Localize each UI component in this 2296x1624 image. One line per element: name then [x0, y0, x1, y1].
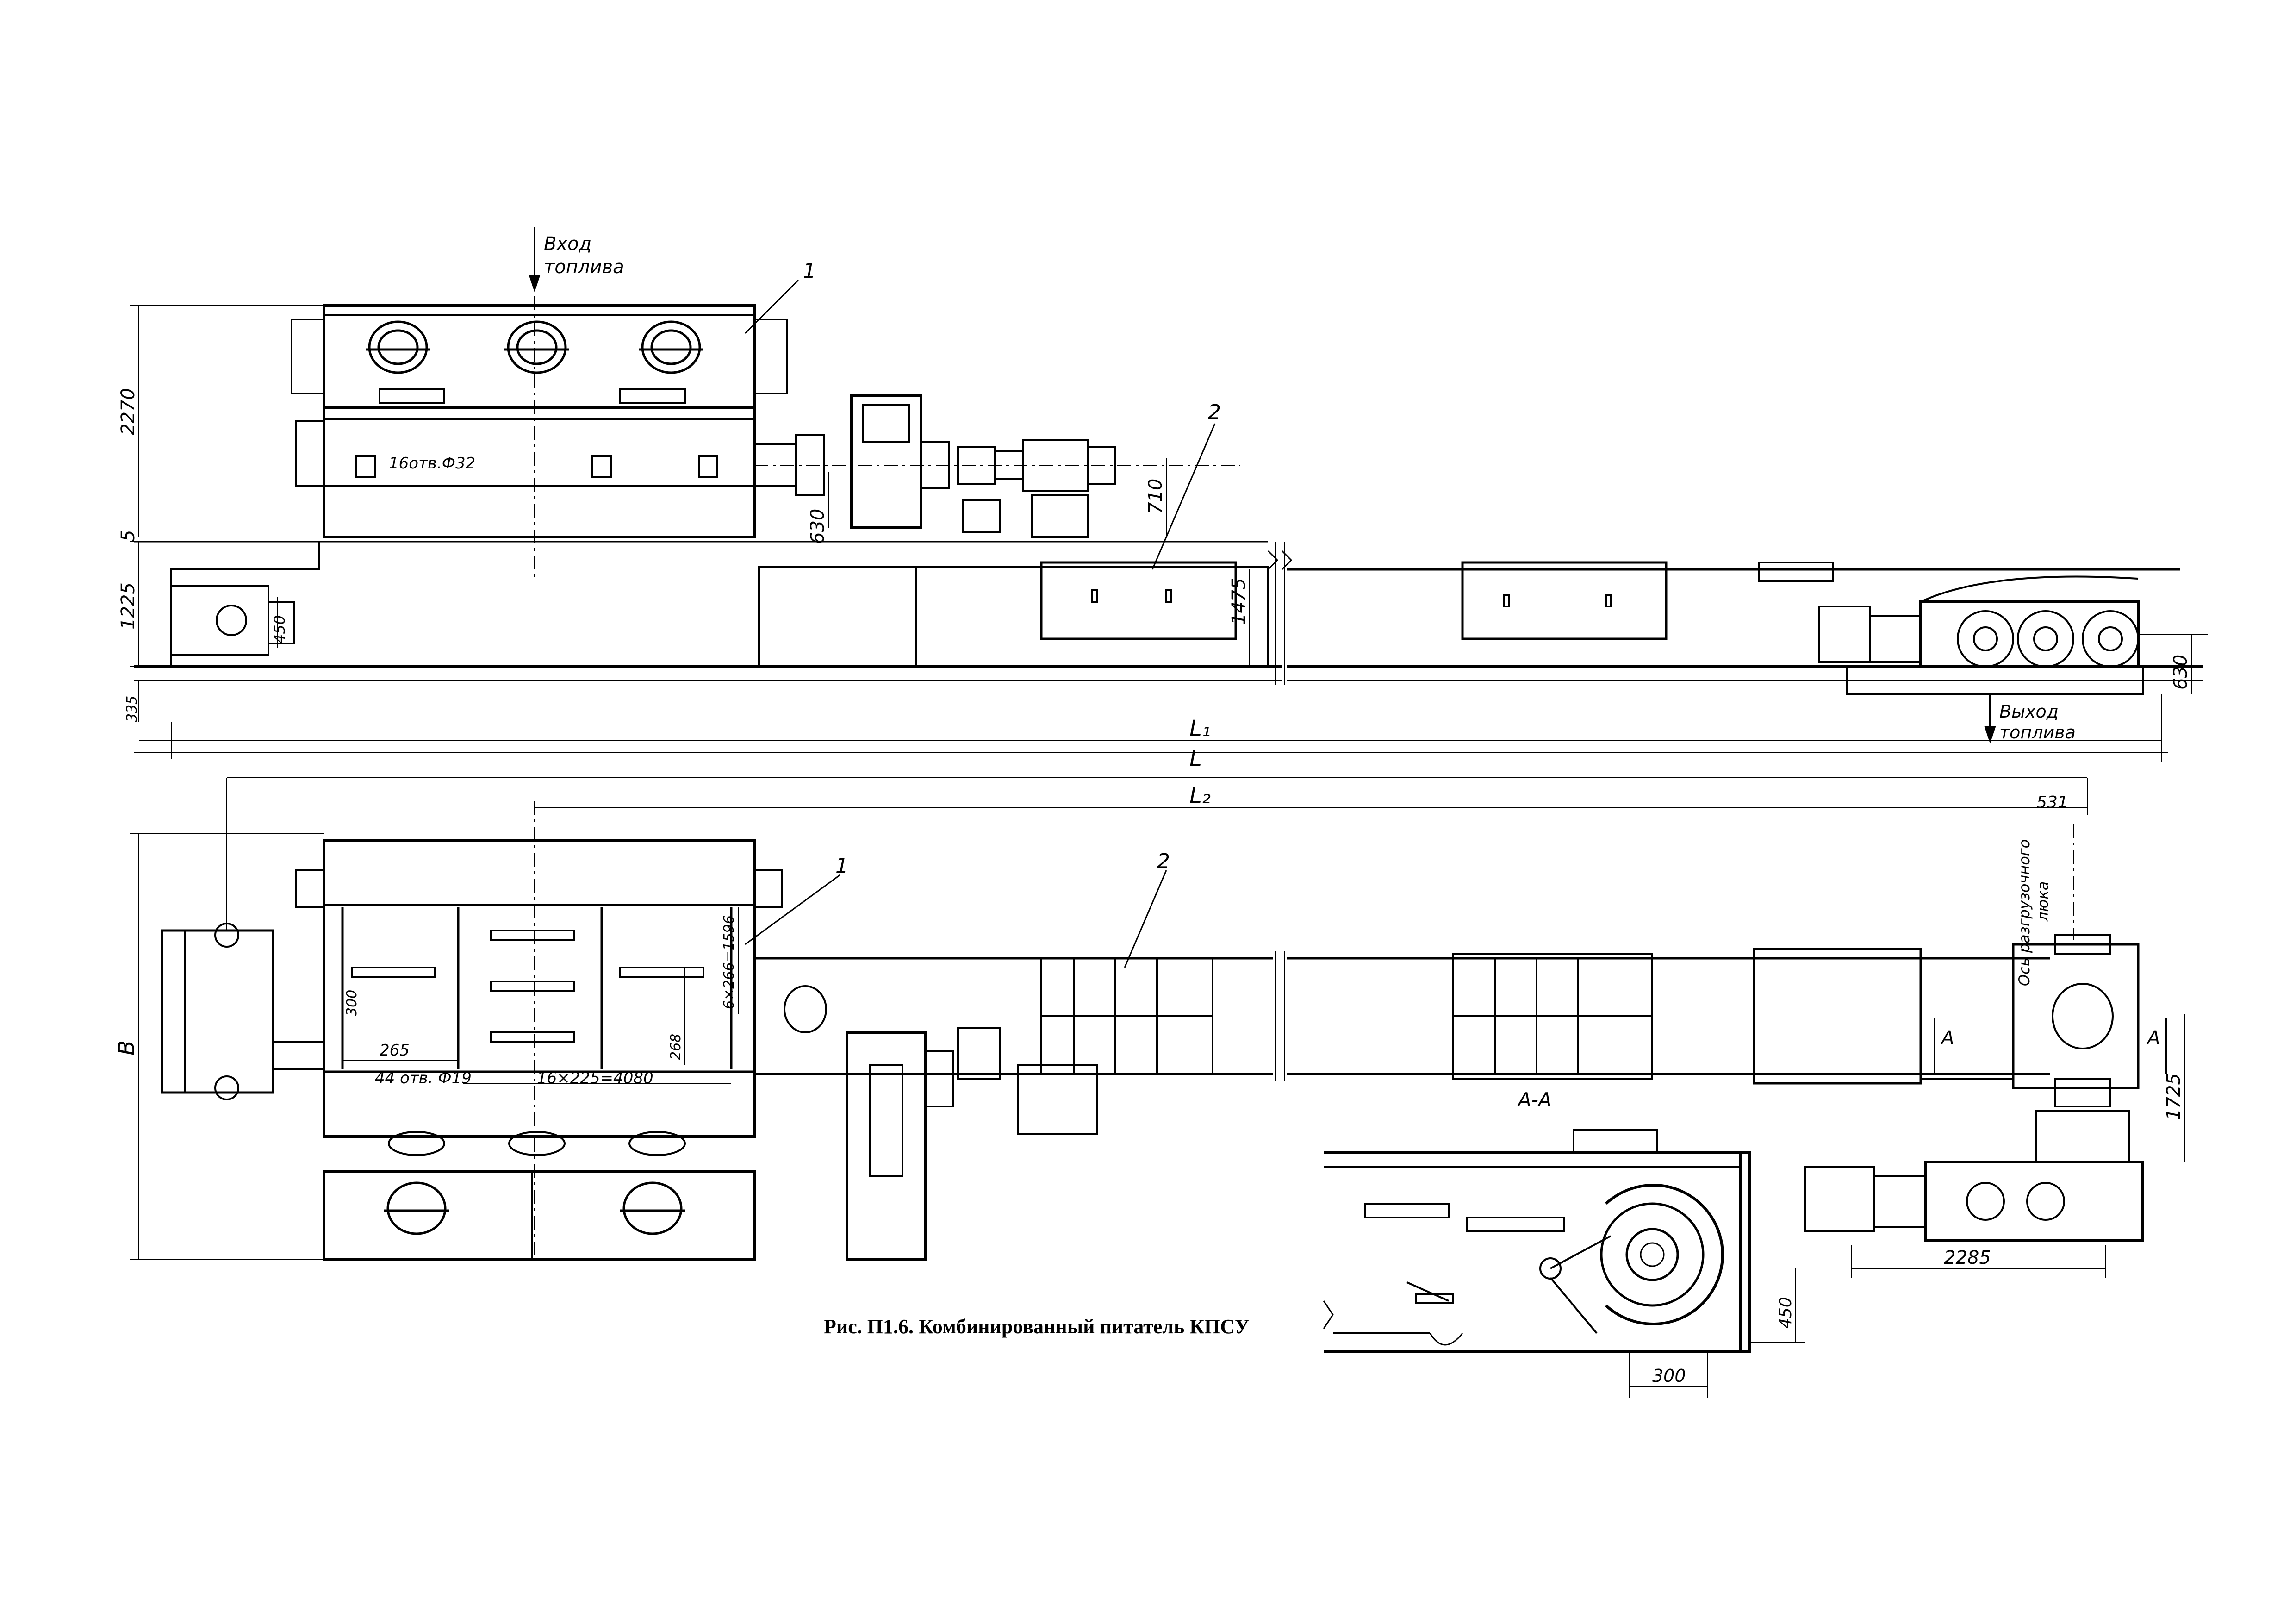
dim-L: L — [1189, 746, 1202, 772]
callout-2-plan: 2 — [1157, 849, 1170, 873]
pitch-label-plan: 16×225=4080 — [537, 1069, 653, 1087]
section-a-a — [1323, 1129, 1805, 1398]
dim-268: 268 — [668, 1034, 684, 1060]
dim-1475: 1475 — [1228, 578, 1250, 625]
dim-5: 5 — [118, 530, 139, 542]
dim-630-right: 630 — [2170, 655, 2191, 690]
dim-450-section: 450 — [1776, 1297, 1795, 1329]
dim-630-left: 630 — [807, 509, 828, 544]
dim-1225: 1225 — [118, 582, 139, 630]
plan-view — [161, 777, 2167, 1261]
inlet-label-line2: топлива — [544, 256, 624, 278]
dim-B: B — [114, 1040, 140, 1056]
axis-label-line1: Ось разгрузочного — [2016, 839, 2033, 986]
dim-2285: 2285 — [1944, 1247, 1991, 1268]
outlet-label-line1: Выход — [1999, 701, 2059, 722]
holes-label-plan: 44 отв. Ф19 — [375, 1069, 472, 1087]
dim-450-small: 450 — [271, 615, 288, 643]
outlet-label-line2: топлива — [1999, 722, 2076, 743]
elevation-texts: Вход топлива 1 2 16отв.Ф32 Выход топлива… — [118, 233, 2191, 772]
dim-L2: L₂ — [1189, 783, 1211, 809]
dim-300-plan: 300 — [344, 990, 360, 1016]
dim-531: 531 — [2036, 793, 2068, 812]
section-title: А-А — [1517, 1088, 1552, 1111]
dim-L1: L₁ — [1189, 716, 1211, 742]
section-mark-left: А — [1940, 1027, 1954, 1049]
dim-2270: 2270 — [118, 388, 139, 435]
section-texts: А-А 450 300 — [1517, 1088, 1795, 1386]
callout-1-plan: 1 — [835, 854, 848, 878]
figure-caption: Рис. П1.6. Комбинированный питатель КПСУ — [824, 1315, 1250, 1338]
plan-texts: L₂ 531 B 1 2 300 265 44 отв. Ф19 16×225=… — [114, 783, 2184, 1268]
plan-dimensions — [130, 778, 2194, 1278]
dim-710: 710 — [1145, 479, 1166, 514]
holes-label-elevation: 16отв.Ф32 — [389, 454, 475, 473]
dim-1725: 1725 — [2163, 1073, 2184, 1120]
dim-335: 335 — [124, 696, 140, 722]
section-mark-right: А — [2146, 1027, 2160, 1049]
dim-265: 265 — [380, 1041, 410, 1060]
dim-300-section: 300 — [1652, 1366, 1686, 1386]
axis-label-line2: люка — [2034, 881, 2052, 922]
pitch-label-side: 6×266=1596 — [721, 915, 737, 1009]
inlet-label-line1: Вход — [544, 233, 591, 255]
elevation-dimensions — [130, 305, 2208, 762]
callout-2-elevation: 2 — [1208, 400, 1221, 424]
callout-1-elevation: 1 — [803, 259, 816, 283]
